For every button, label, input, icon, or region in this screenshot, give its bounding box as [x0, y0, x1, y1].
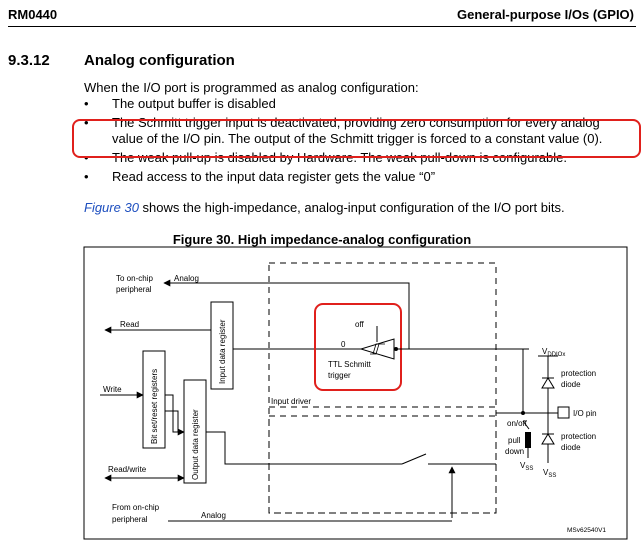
lower-protection-label: protection [561, 432, 596, 441]
section-number: 9.3.12 [8, 52, 50, 69]
figure-reference-text: shows the high-impedance, analog-input c… [138, 200, 565, 215]
off-label: off [355, 320, 365, 329]
from-onchip-label-2: peripheral [112, 515, 148, 524]
page-header: RM0440 General-purpose I/Os (GPIO) [0, 0, 644, 27]
io-pin-label: I/O pin [573, 409, 597, 418]
bit-set-reset-label: Bit set/reset registers [150, 369, 159, 444]
output-data-register-label: Output data register [191, 409, 200, 480]
bullet-dot: • [84, 115, 89, 130]
upper-protection-diode-icon [541, 377, 555, 389]
header-rule [8, 26, 636, 27]
io-block-outline [268, 262, 497, 514]
figure-code: MSv62540V1 [567, 527, 606, 534]
pulldown-switch [522, 420, 530, 430]
vss-right-label: VSS [543, 468, 556, 479]
odr-out-wire [206, 431, 402, 465]
section-title: Analog configuration [84, 52, 235, 69]
bullet-dot: • [84, 96, 89, 111]
lower-protection-diode-icon [541, 433, 555, 445]
vss-left-label: VSS [520, 461, 533, 472]
bullet-text: Read access to the input data register g… [112, 169, 436, 184]
upper-protection-label: protection [561, 369, 596, 378]
analog-top-label: Analog [174, 274, 199, 283]
trigger-highlight [314, 303, 402, 391]
chapter-title: General-purpose I/Os (GPIO) [457, 7, 634, 22]
lower-diode-label: diode [561, 443, 581, 452]
bsr-to-odr-wire-2 [165, 410, 179, 432]
vddiox-label: VDDIOx [542, 347, 565, 358]
read-label: Read [120, 320, 139, 329]
onoff-label: on/off [507, 419, 528, 428]
read-write-label: Read/write [108, 465, 147, 474]
pull-label: pull [508, 436, 521, 445]
analog-top-wire [163, 279, 410, 349]
highlight-box [72, 119, 641, 158]
bullet-item: • Read access to the input data register … [84, 169, 624, 185]
bullet-item: • The Schmitt trigger input is deactivate… [84, 115, 624, 147]
input-driver-label: Input driver [271, 397, 311, 406]
diagram-frame [83, 246, 628, 540]
switch-lever [401, 453, 427, 465]
intro-text: When the I/O port is programmed as analo… [84, 80, 419, 95]
ttl-label: TTL Schmitt [328, 360, 372, 369]
figure-link[interactable]: Figure 30 [84, 200, 139, 215]
zero-label: 0 [341, 340, 346, 349]
trigger-label: trigger [328, 371, 351, 380]
bullet-dot: • [84, 169, 89, 184]
bullet-item: • The output buffer is disabled [84, 96, 624, 112]
junction-dot-2 [521, 411, 525, 415]
upper-diode-label: diode [561, 380, 581, 389]
to-onchip-label-2: peripheral [116, 285, 152, 294]
figure-caption: Figure 30. High impedance-analog configu… [172, 232, 472, 247]
bsr-to-odr-wire [165, 394, 185, 436]
write-label: Write [103, 385, 122, 394]
gpio-diagram: To on-chip peripheral Analog Input data … [83, 246, 628, 540]
from-onchip-label: From on-chip [112, 503, 160, 512]
analog-bottom-label: Analog [201, 511, 226, 520]
input-data-register-box [210, 301, 234, 390]
pulldown-resistor-icon [525, 432, 531, 448]
bullet-text: The output buffer is disabled [112, 96, 276, 111]
bit-set-reset-box [142, 350, 166, 449]
input-data-register-label: Input data register [218, 319, 227, 384]
down-label: down [505, 447, 524, 456]
io-pin-icon [557, 406, 570, 419]
figure-reference-line: Figure 30 shows the high-impedance, anal… [84, 200, 565, 215]
to-onchip-label: To on-chip [116, 274, 153, 283]
bullet-text: The Schmitt trigger input is deactivated… [112, 115, 603, 146]
document-id: RM0440 [8, 7, 58, 22]
hysteresis-icon [370, 343, 385, 355]
